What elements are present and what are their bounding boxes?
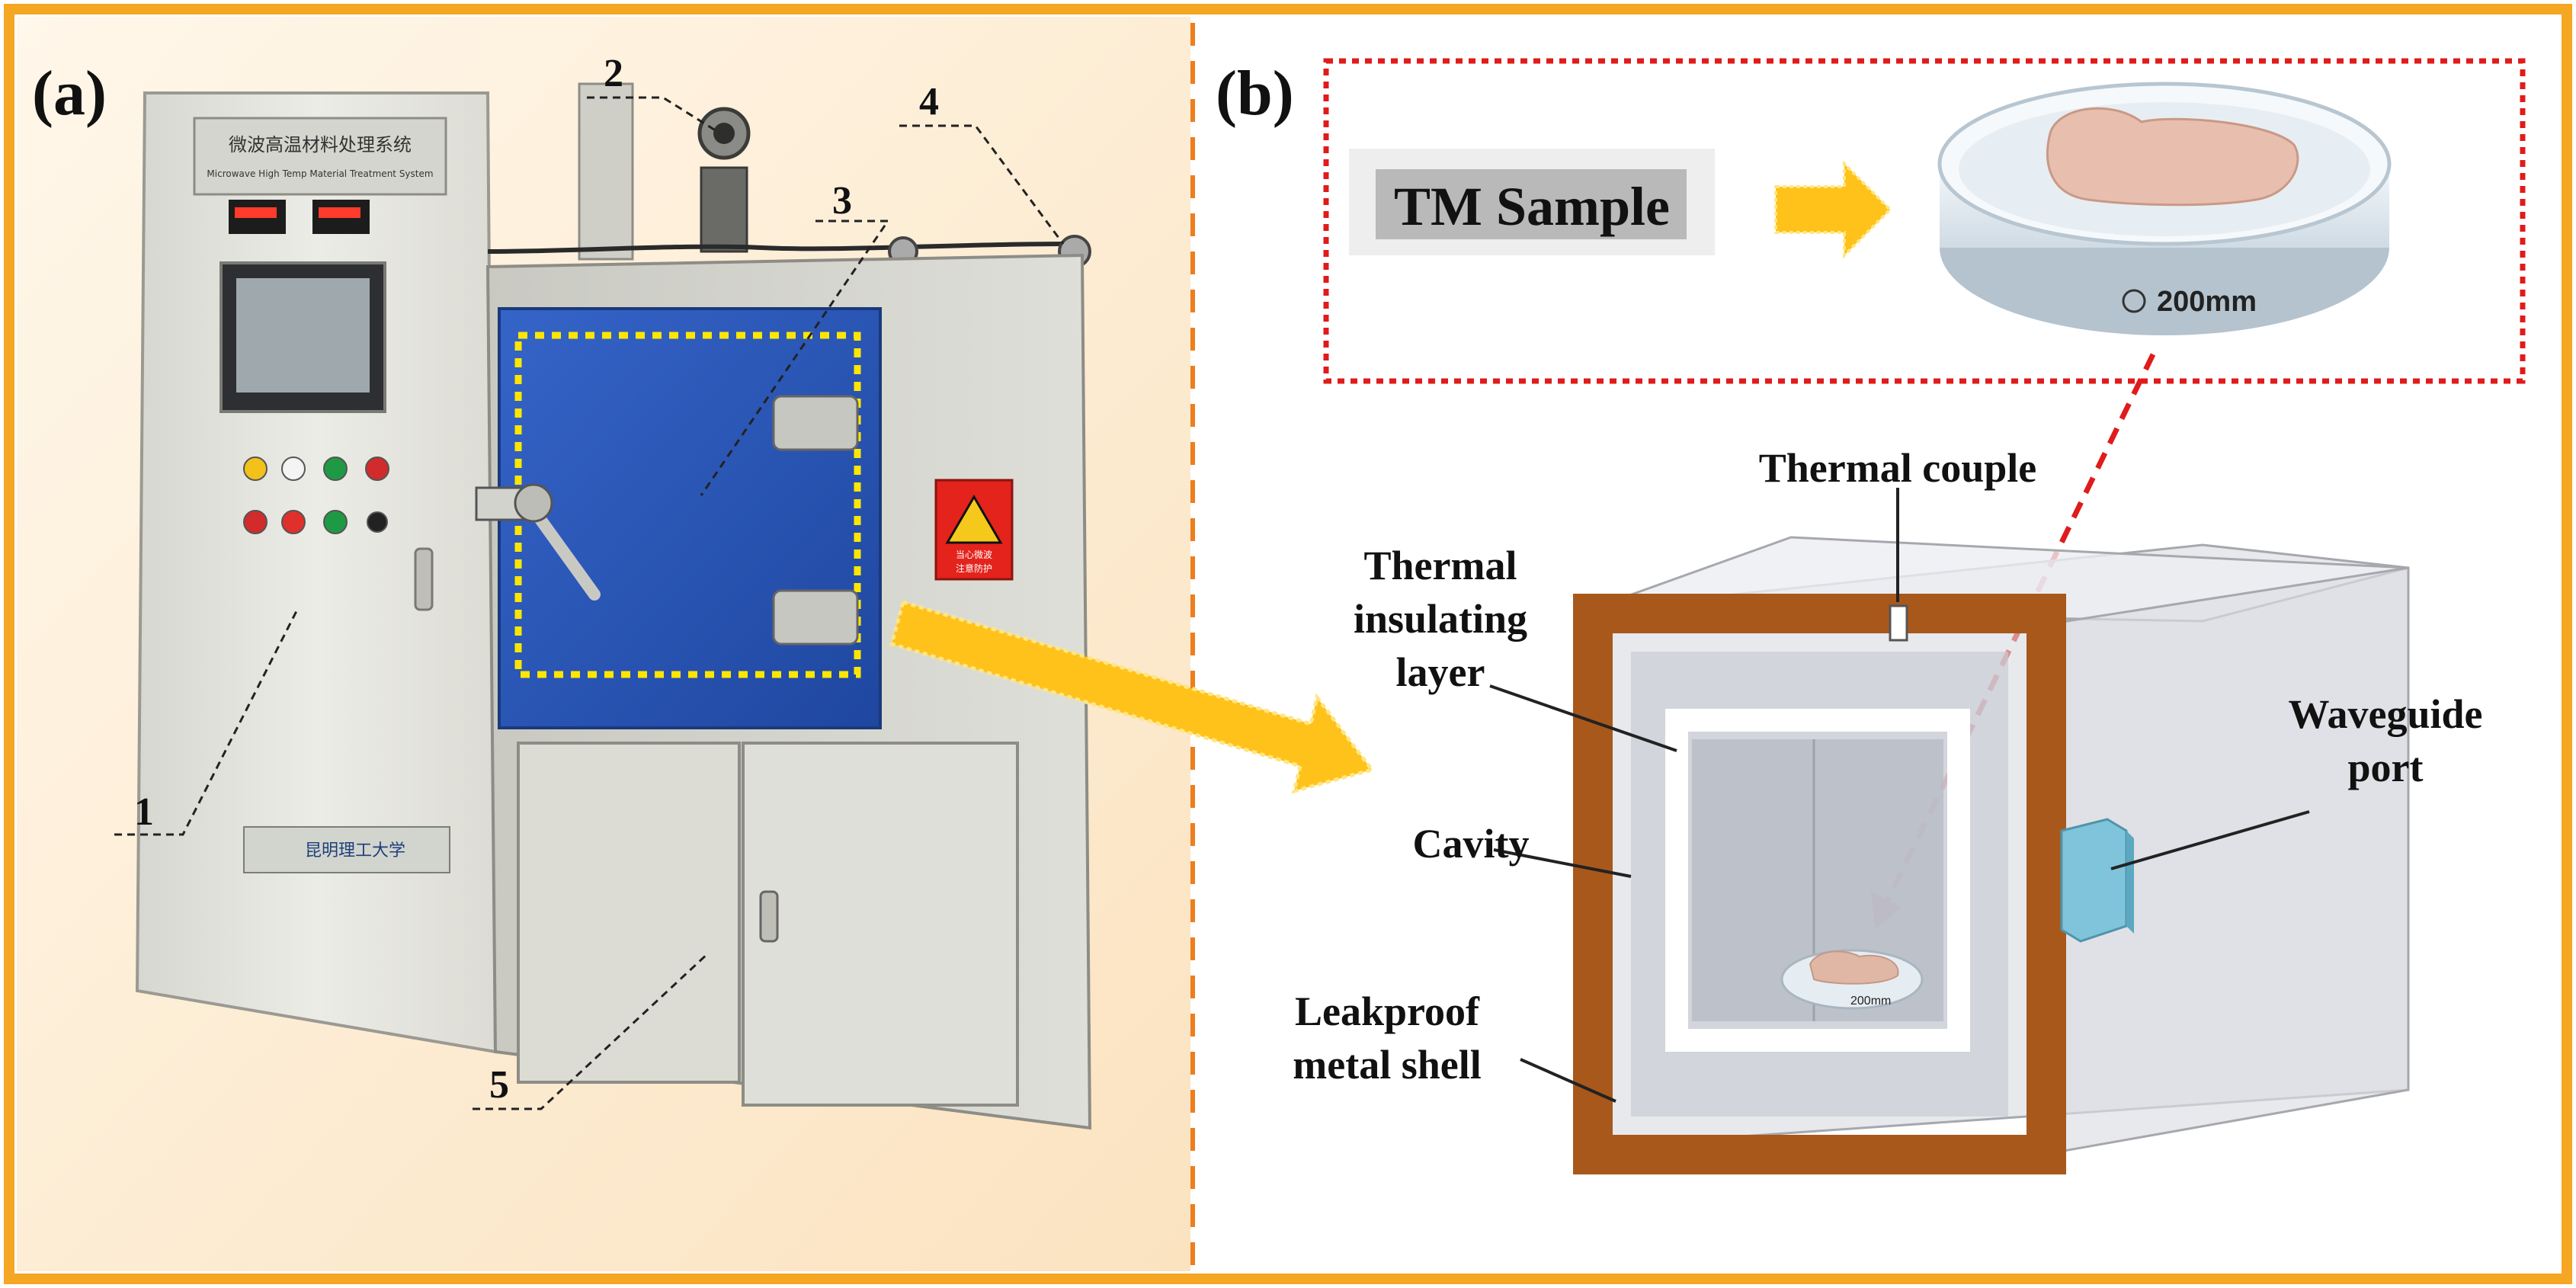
yellow-button xyxy=(243,457,268,481)
callout-5: 5 xyxy=(489,1063,509,1107)
university-name: 昆明理工大学 xyxy=(305,841,405,860)
lower-door-handle xyxy=(759,890,779,943)
insulating-label-line3: layer xyxy=(1396,649,1485,695)
chamber-body: 当心微波 注意防护 xyxy=(475,253,1092,1130)
warning-text-1: 当心微波 xyxy=(956,549,992,560)
cabinet-handle xyxy=(414,547,434,611)
petri-dish: 200mm xyxy=(1937,82,2392,335)
university-plate xyxy=(243,826,450,873)
transfer-arrow xyxy=(889,599,1376,794)
shell-label-line1: Leakproof xyxy=(1295,988,1480,1034)
control-cabinet: 微波高温材料处理系统 Microwave High Temp Material … xyxy=(135,91,498,1054)
sample-arrow xyxy=(1774,160,1892,259)
waveguide-label-line2: port xyxy=(2348,745,2424,790)
callout-4: 4 xyxy=(919,80,939,123)
insulating-label-line1: Thermal xyxy=(1364,543,1517,588)
panel-b-label: (b) xyxy=(1216,58,1294,129)
red-button-2 xyxy=(243,510,268,534)
leakproof-shell xyxy=(1573,594,2066,1174)
lower-door-right xyxy=(742,742,1019,1107)
callouts xyxy=(114,96,1065,1110)
shell-label-line2: metal shell xyxy=(1293,1042,1481,1088)
chamber-door xyxy=(498,307,882,729)
panel-a-label: (a) xyxy=(32,58,107,129)
inner-dish-size: 200mm xyxy=(1850,995,1891,1008)
cavity-leader-lines xyxy=(1489,488,2310,1103)
green-button xyxy=(323,457,348,481)
cabinet-title: 微波高温材料处理系统 xyxy=(229,134,412,155)
white-button xyxy=(281,457,306,481)
callout-3: 3 xyxy=(832,179,852,223)
callout-2: 2 xyxy=(604,52,623,95)
callout-1: 1 xyxy=(134,790,154,834)
warning-text-2: 注意防护 xyxy=(956,562,992,574)
sample-box xyxy=(1323,58,2526,384)
selector-knob xyxy=(367,511,388,533)
red-button xyxy=(365,457,389,481)
sample-label: TM Sample xyxy=(1394,176,1670,237)
insulating-label-line2: insulating xyxy=(1354,596,1527,642)
hinge-upper xyxy=(772,395,859,451)
insulating-layer xyxy=(1665,709,1970,1052)
cabinet-subtitle: Microwave High Temp Material Treatment S… xyxy=(207,168,433,179)
waveguide-label-line1: Waveguide xyxy=(2288,691,2482,737)
cavity-assembly: 200mm xyxy=(1573,536,2410,1174)
hinge-lower xyxy=(772,589,859,646)
inner-sample xyxy=(1809,950,1899,985)
lower-door-left xyxy=(517,742,741,1084)
dish-logo-icon xyxy=(2122,289,2146,313)
green-button-2 xyxy=(323,510,348,534)
red-button-3 xyxy=(281,510,306,534)
thermal-couple-label: Thermal couple xyxy=(1759,445,2036,491)
dish-size: 200mm xyxy=(2157,286,2257,318)
cavity-label: Cavity xyxy=(1413,821,1530,867)
tm-sample-tissue xyxy=(2046,107,2299,207)
thermocouple xyxy=(1889,604,1908,642)
door-highlight-box xyxy=(514,332,861,678)
waveguide-port xyxy=(2060,818,2128,943)
